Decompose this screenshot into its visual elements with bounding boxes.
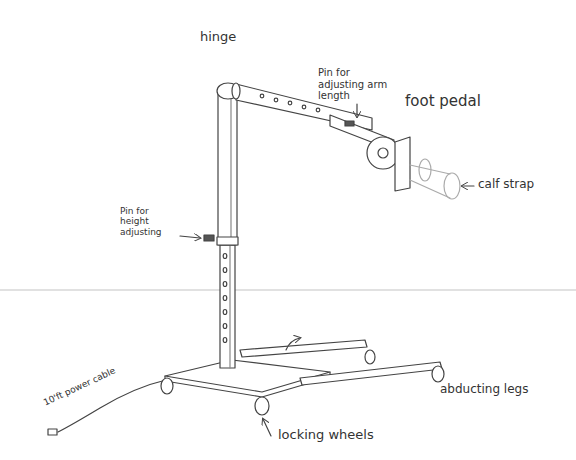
arm	[236, 84, 372, 130]
motion-arrow	[286, 338, 300, 350]
part-label: calf strap	[478, 178, 534, 192]
part-label: Pin for adjusting arm length	[318, 67, 388, 102]
height-holes	[223, 254, 227, 343]
wheel	[365, 350, 375, 364]
cable-plug	[48, 429, 57, 435]
abducting-leg	[300, 362, 442, 385]
leader-line	[356, 104, 357, 117]
pedal-disc	[367, 137, 399, 169]
part-label: Pin for height adjusting	[120, 206, 178, 237]
part-label: foot pedal	[405, 93, 481, 110]
wheel	[161, 378, 173, 394]
calf-strap	[410, 159, 460, 199]
post-sleeve	[217, 237, 238, 245]
leader-line	[462, 185, 474, 186]
part-label: 10'ft power cable	[42, 365, 117, 407]
part-label: hinge	[200, 30, 236, 45]
hinge-end	[232, 83, 240, 99]
post-edge	[229, 245, 230, 368]
paper-fold	[0, 289, 576, 290]
pedal-plate	[395, 137, 410, 191]
hinge-symbol	[217, 83, 239, 99]
lower-post	[220, 245, 235, 368]
wheel	[255, 397, 269, 415]
arm-pin	[345, 121, 354, 126]
upper-post	[218, 92, 237, 245]
arm-holes	[260, 94, 320, 112]
part-label: locking wheels	[278, 428, 374, 443]
leader-line	[180, 236, 200, 238]
part-label: abducting legs	[440, 383, 528, 397]
wheel	[432, 366, 444, 382]
base-plate	[165, 360, 330, 392]
post-edge	[230, 98, 231, 245]
abducting-leg	[240, 340, 367, 357]
leader-line	[263, 419, 271, 436]
height-pin	[204, 235, 214, 241]
pedal-hub	[378, 148, 388, 158]
